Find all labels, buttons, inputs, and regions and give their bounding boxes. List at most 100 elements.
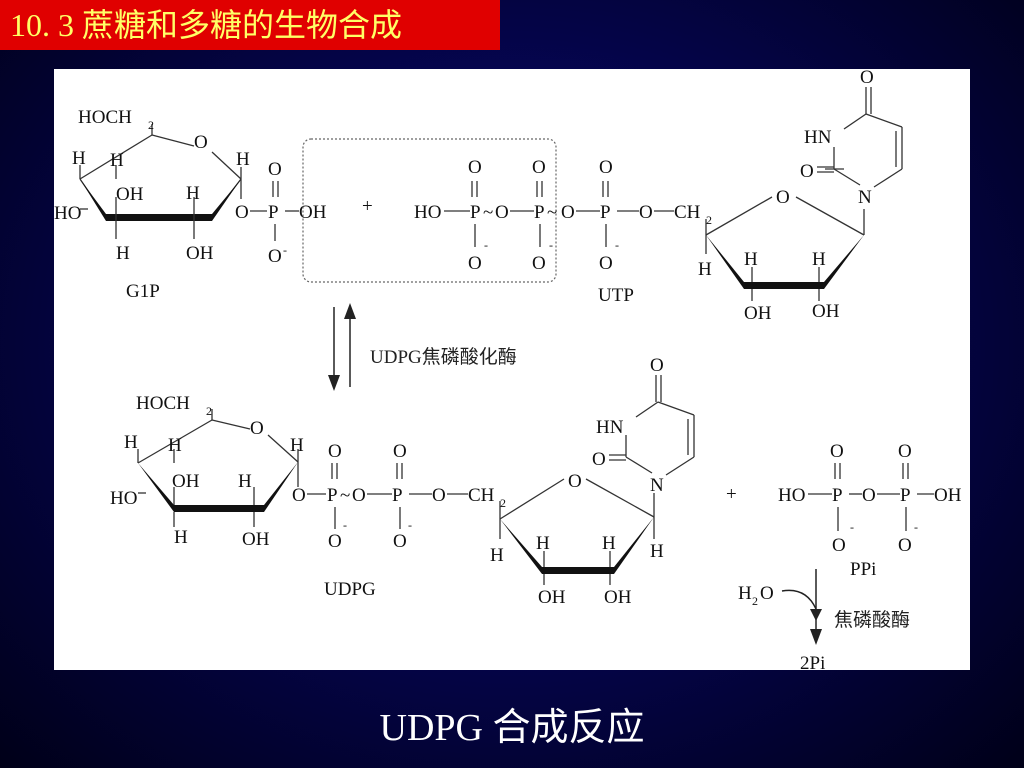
- water-h: H: [738, 583, 752, 604]
- udpg-ch: CH: [468, 485, 495, 506]
- ppi-minus-1: -: [850, 520, 854, 534]
- utp-label: UTP: [598, 285, 634, 306]
- udpg-ribose-oxygen: O: [568, 471, 582, 492]
- utp-minus-gamma: -: [484, 238, 488, 252]
- g1p-bridge-oxygen: O: [235, 202, 249, 223]
- g1p-minus-charge: -: [283, 243, 287, 257]
- udpg-hoch-sub: 2: [206, 404, 212, 418]
- ppi-o-minus-1: O: [832, 535, 846, 556]
- udpg-ribose-h3: H: [536, 533, 550, 554]
- ppi-molecule: HO P O P OH O O O - O - PPi: [778, 441, 962, 580]
- g1p-h-c1: H: [236, 149, 250, 170]
- leaving-group-dashed-box: [302, 138, 557, 283]
- utp-ch-sub: 2: [706, 213, 712, 227]
- utp-tilde-1: ~: [483, 202, 493, 223]
- enzyme-udpg-pyrophosphorylase: UDPG焦磷酸化酶: [370, 346, 517, 368]
- utp-o-minus-alpha: O: [599, 253, 613, 274]
- udpg-reaction-diagram: HOCH 2 O H H H OH H HO H OH O P OH O O -…: [54, 69, 970, 670]
- udpg-hoch-label: HOCH: [136, 393, 190, 414]
- g1p-label: G1P: [126, 281, 160, 302]
- ppi-hydrolysis: H 2 O 焦磷酸酶 2Pi: [738, 569, 910, 670]
- g1p-phosphorus: P: [268, 202, 279, 223]
- ppi-o-bridge: O: [862, 485, 876, 506]
- slide-title: 10. 3 蔗糖和多糖的生物合成: [0, 0, 500, 50]
- utp-minus-beta: -: [549, 238, 553, 252]
- udpg-h-c5: H: [168, 435, 182, 456]
- udpg-ring-oxygen: O: [250, 418, 264, 439]
- utp-tilde-2: ~: [547, 202, 557, 223]
- g1p-phosphate-o-double: O: [268, 159, 282, 180]
- ppi-o-minus-2: O: [898, 535, 912, 556]
- udpg-h-c1: H: [290, 435, 304, 456]
- udpg-ribose-h1: H: [650, 541, 664, 562]
- utp-uracil-hn: HN: [804, 127, 832, 148]
- utp-minus-alpha: -: [615, 238, 619, 252]
- udpg-h-c4-axial: H: [124, 432, 138, 453]
- udpg-h-c3: H: [174, 527, 188, 548]
- g1p-hoch-label: HOCH: [78, 107, 132, 128]
- udpg-h-c2: H: [238, 471, 252, 492]
- plus-sign-top: +: [362, 196, 373, 217]
- plus-sign-bottom: +: [726, 484, 737, 505]
- udpg-ribose-h4: H: [490, 545, 504, 566]
- utp-ribose-oxygen: O: [776, 187, 790, 208]
- utp-o-minus-beta: O: [532, 253, 546, 274]
- udpg-o-bridge-1: O: [292, 485, 306, 506]
- ppi-minus-2: -: [914, 520, 918, 534]
- udpg-uracil-o4: O: [650, 355, 664, 376]
- g1p-h-c4-axial: H: [72, 148, 86, 169]
- udpg-tilde: ~: [340, 485, 350, 506]
- utp-ribose-h3: H: [744, 249, 758, 270]
- utp-uracil-o4: O: [860, 69, 874, 88]
- ppi-label: PPi: [850, 559, 876, 580]
- udpg-minus-alpha: -: [408, 518, 412, 532]
- utp-o-beta: O: [532, 157, 546, 178]
- utp-ho: HO: [414, 202, 441, 223]
- utp-uracil-o2: O: [800, 161, 814, 182]
- ppi-p-2: P: [900, 485, 911, 506]
- udpg-oh-c3: OH: [172, 471, 200, 492]
- utp-ribose-h4: H: [698, 259, 712, 280]
- ppi-ho: HO: [778, 485, 805, 506]
- utp-ribose-h2: H: [812, 249, 826, 270]
- utp-o-bridge-2: O: [561, 202, 575, 223]
- udpg-o-alpha: O: [393, 441, 407, 462]
- water-o: O: [760, 583, 774, 604]
- udpg-ribose-h2: H: [602, 533, 616, 554]
- ppi-p-1: P: [832, 485, 843, 506]
- utp-p-beta: P: [534, 202, 545, 223]
- utp-o-gamma: O: [468, 157, 482, 178]
- g1p-oh-c3: OH: [116, 184, 144, 205]
- g1p-h-c3: H: [116, 243, 130, 264]
- g1p-oh-c2: OH: [186, 243, 214, 264]
- udpg-ribose-oh2: OH: [604, 587, 632, 608]
- pi2-label: 2Pi: [800, 653, 825, 670]
- udpg-uracil-hn: HN: [596, 417, 624, 438]
- g1p-h-c5: H: [110, 150, 124, 171]
- utp-uracil-n1: N: [858, 187, 872, 208]
- utp-o-minus-gamma: O: [468, 253, 482, 274]
- slide-caption: UDPG 合成反应: [379, 707, 645, 749]
- utp-molecule: HO P ~ O P ~ O P O CH 2 O O O O - O - O …: [414, 69, 903, 324]
- utp-ribose-oh3: OH: [744, 303, 772, 324]
- udpg-oh-c2: OH: [242, 529, 270, 550]
- udpg-p-beta: P: [327, 485, 338, 506]
- udpg-ribose-oh3: OH: [538, 587, 566, 608]
- g1p-hoch-sub: 2: [148, 118, 154, 132]
- udpg-p-alpha: P: [392, 485, 403, 506]
- utp-p-alpha: P: [600, 202, 611, 223]
- udpg-o-minus-alpha: O: [393, 531, 407, 552]
- udpg-ch-sub: 2: [500, 496, 506, 510]
- ppi-oh: OH: [934, 485, 962, 506]
- utp-ch: CH: [674, 202, 701, 223]
- enzyme-pyrophosphatase: 焦磷酸酶: [834, 609, 910, 631]
- udpg-label: UDPG: [324, 579, 376, 600]
- g1p-ring-oxygen: O: [194, 132, 208, 153]
- utp-p-gamma: P: [470, 202, 481, 223]
- g1p-phosphate-oh: OH: [299, 202, 327, 223]
- g1p-phosphate-o-minus: O: [268, 246, 282, 267]
- equilibrium-arrows: [328, 303, 356, 391]
- udpg-uracil-n1: N: [650, 475, 664, 496]
- udpg-o-bridge-3: O: [432, 485, 446, 506]
- ppi-o-double-2: O: [898, 441, 912, 462]
